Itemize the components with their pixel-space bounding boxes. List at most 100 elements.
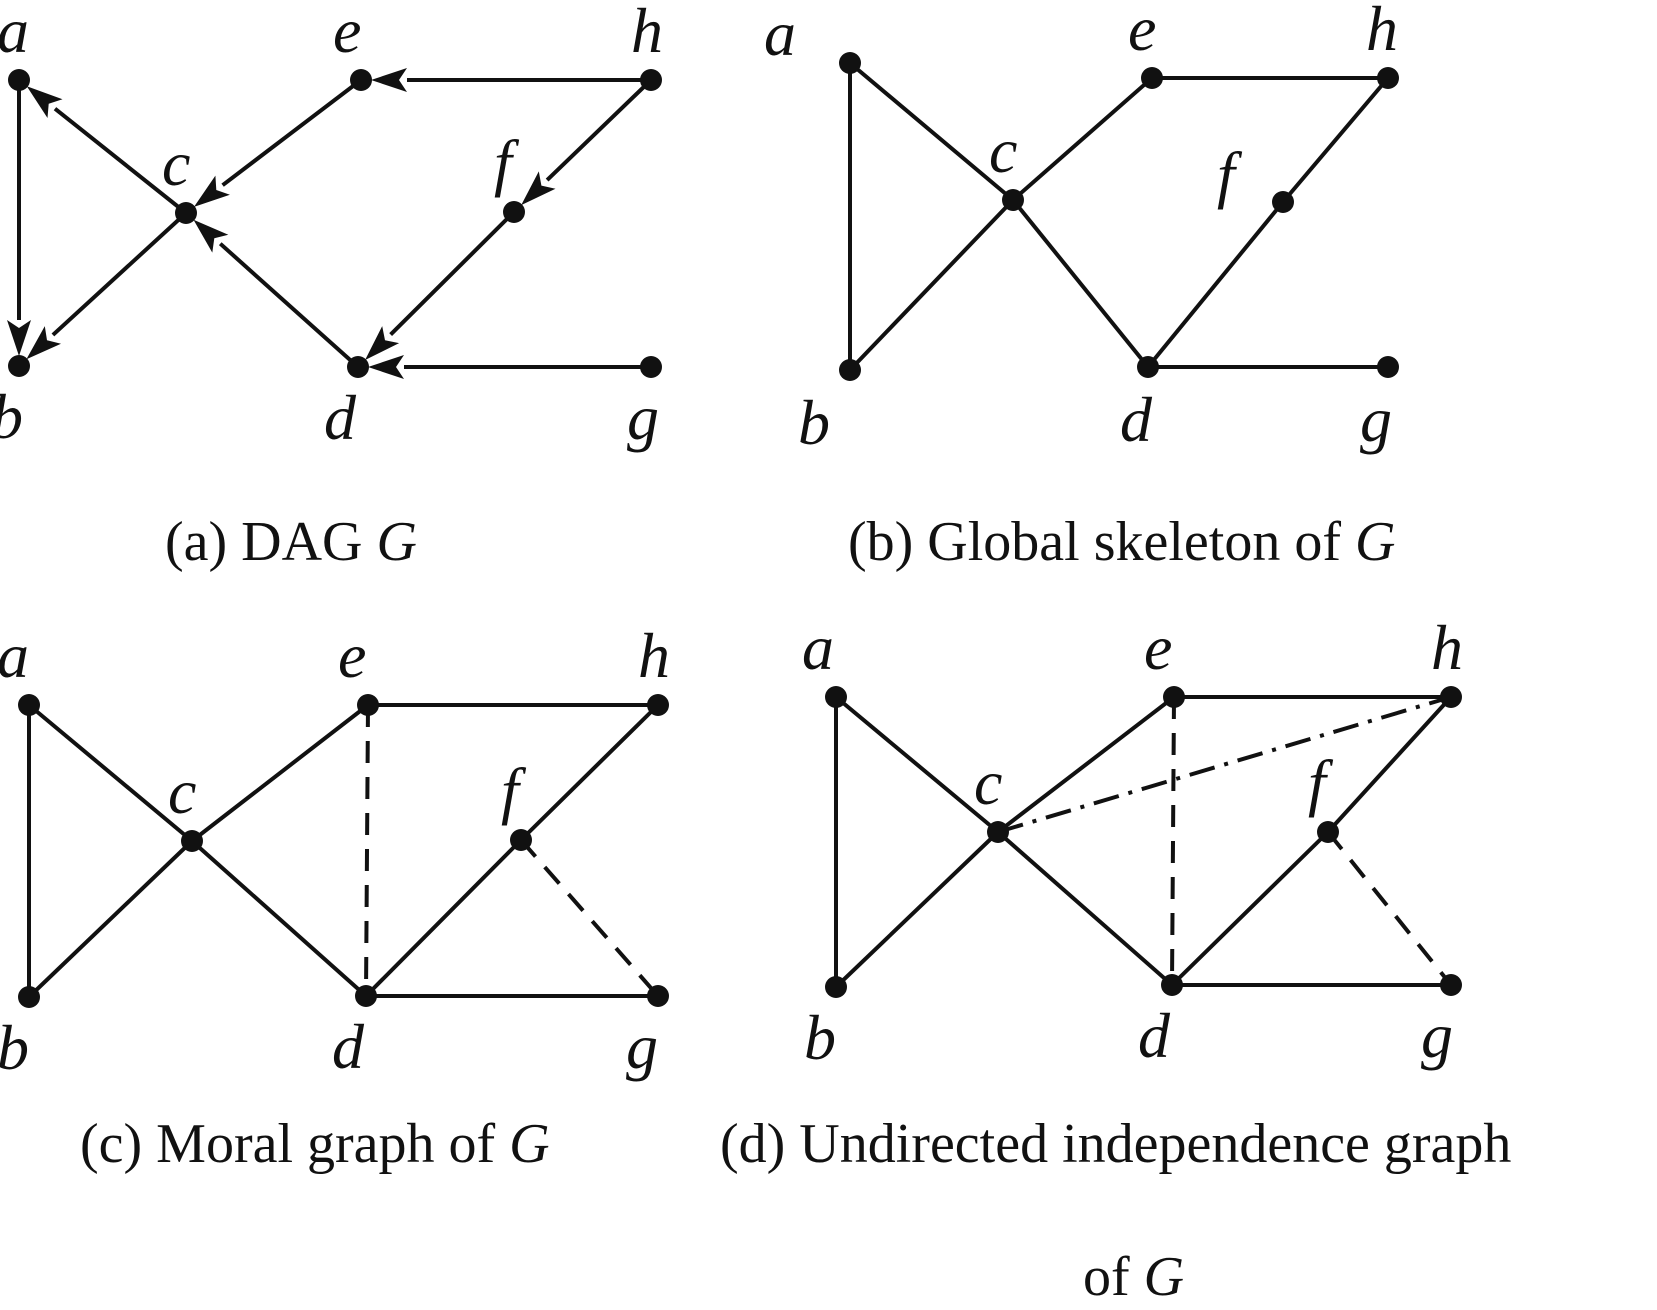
node-a-dot — [18, 694, 40, 716]
arrowhead-g-d — [368, 355, 404, 379]
panel-c-caption: (c) Moral graph of G — [80, 1113, 550, 1175]
node-f-dot — [510, 829, 532, 851]
node-h-dot — [1377, 67, 1399, 89]
caption-text: (d) Undirected independence graph — [720, 1113, 1511, 1175]
edge-e-d-dashed — [364, 704, 370, 997]
edge-c-e — [996, 695, 1176, 834]
node-f-label: f — [501, 755, 527, 826]
node-g-dot — [1377, 356, 1399, 378]
node-g-dot — [640, 356, 662, 378]
panel-a-caption: (a) DAG G — [165, 511, 417, 573]
edge-b-c — [848, 198, 1015, 372]
arrowhead-h-e — [371, 68, 407, 92]
caption-text: (c) Moral graph of — [80, 1113, 509, 1175]
node-e-label: e — [338, 620, 366, 691]
caption-variable: G — [509, 1113, 549, 1175]
node-c-dot — [181, 830, 203, 852]
panel-b-caption: (b) Global skeleton of G — [848, 511, 1395, 573]
node-c-dot — [987, 821, 1009, 843]
panel-d-caption: (d) Undirected independence graph — [720, 1113, 1511, 1175]
node-d-dot — [355, 985, 377, 1007]
node-d-label: d — [1120, 384, 1153, 455]
node-a-dot — [839, 52, 861, 74]
node-d-dot — [1137, 356, 1159, 378]
panel-d-caption-line2: of G — [1083, 1246, 1184, 1308]
node-f-dot — [1317, 821, 1339, 843]
edge-e-c — [221, 78, 363, 187]
edge-c-d — [1011, 198, 1150, 369]
node-b-label: b — [804, 1002, 836, 1073]
edge-c-b — [51, 211, 188, 337]
node-h-label: h — [1431, 612, 1463, 683]
node-g-label: g — [1421, 1000, 1453, 1071]
edge-f-g-dashed — [1326, 830, 1453, 987]
node-d-dot — [1161, 974, 1183, 996]
node-a-dot — [8, 69, 30, 91]
arrowhead-h-f — [521, 171, 556, 206]
edge-f-d — [389, 210, 516, 336]
node-f-label: f — [1217, 139, 1243, 210]
caption-variable: G — [376, 511, 416, 573]
caption-text: (a) DAG — [165, 511, 376, 573]
node-b-dot — [825, 976, 847, 998]
edge-f-d — [1170, 830, 1330, 987]
edge-h-f — [545, 78, 653, 182]
node-a-label: a — [0, 0, 29, 66]
edge-c-a — [53, 107, 188, 215]
edge-h-f — [1326, 695, 1453, 834]
node-g-label: g — [626, 1011, 658, 1082]
node-d-label: d — [324, 382, 357, 453]
node-c-label: c — [168, 756, 196, 827]
edge-c-d — [996, 830, 1174, 987]
node-g-dot — [1440, 974, 1462, 996]
node-a-label: a — [764, 0, 796, 69]
node-h-label: h — [631, 0, 663, 66]
edge-f-d — [1146, 200, 1285, 369]
edge-h-f — [519, 703, 660, 842]
node-e-dot — [1163, 686, 1185, 708]
edge-d-c — [218, 242, 360, 369]
node-d-dot — [347, 356, 369, 378]
node-b-dot — [839, 359, 861, 381]
node-h-dot — [1440, 686, 1462, 708]
edge-a-c — [848, 61, 1015, 202]
node-c-label: c — [989, 115, 1017, 186]
caption-text: (b) Global skeleton of — [848, 511, 1355, 573]
node-c-dot — [175, 202, 197, 224]
arrowhead-e-c — [194, 175, 230, 207]
node-a-dot — [825, 686, 847, 708]
caption-variable: G — [1144, 1246, 1184, 1308]
arrowhead-d-c — [193, 219, 229, 253]
edge-c-d — [190, 839, 368, 998]
edge-c-e — [1011, 76, 1154, 202]
node-b-label: b — [0, 1012, 29, 1083]
edge-c-e — [190, 703, 370, 843]
node-e-label: e — [1144, 612, 1172, 683]
node-f-label: f — [1308, 747, 1334, 818]
node-h-dot — [647, 694, 669, 716]
node-a-label: a — [0, 620, 29, 691]
node-e-dot — [1141, 67, 1163, 89]
node-h-label: h — [638, 620, 670, 691]
node-f-dot — [503, 201, 525, 223]
node-f-dot — [1272, 191, 1294, 213]
node-c-label: c — [162, 128, 190, 199]
edge-f-d — [364, 838, 523, 998]
edge-e-d-dashed — [1170, 696, 1176, 986]
node-e-dot — [357, 694, 379, 716]
node-g-label: g — [627, 382, 659, 453]
edge-b-c — [27, 839, 194, 999]
node-b-label: b — [798, 387, 830, 458]
node-b-label: b — [0, 381, 23, 452]
node-c-dot — [1002, 189, 1024, 211]
node-b-dot — [8, 355, 30, 377]
node-c-label: c — [974, 747, 1002, 818]
arrowhead-c-a — [26, 86, 63, 118]
caption-text: of — [1083, 1246, 1144, 1308]
edge-f-g-dashed — [519, 838, 660, 998]
